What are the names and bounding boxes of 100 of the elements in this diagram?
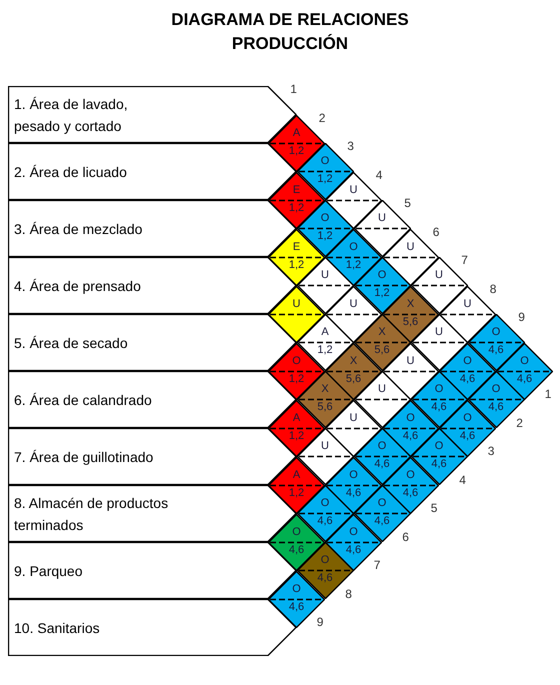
column-number: 9 [316,615,324,630]
column-number: 4 [459,472,466,487]
column-number: 7 [374,558,380,572]
area-name: 1. Área de lavado, pesado y cortado [14,94,129,136]
relationship-code: U [406,354,414,366]
relationship-code: O [463,412,472,424]
reason-code: 1,2 [288,144,304,156]
relationship-code: O [292,526,301,538]
relationship-code: O [320,155,330,167]
reason-code: 1,2 [317,173,333,185]
relationship-code: O [292,354,301,366]
relationship-code: U [321,269,329,281]
relationship-code: O [320,212,330,224]
column-number: 8 [490,282,496,296]
relationship-code: O [349,468,358,480]
relationship-code: U [464,298,472,310]
column-number: 3 [488,444,494,458]
column-number: 5 [404,196,411,210]
relationship-code: O [434,440,444,452]
reason-code: 4,6 [402,486,418,498]
reason-code: 4,6 [516,372,532,384]
reason-code: 4,6 [431,401,447,413]
relationship-code: O [320,554,330,566]
relationship-code: O [406,468,415,480]
relationship-code: O [520,354,529,366]
relationship-code: O [492,326,500,338]
relationship-code: A [321,326,329,338]
area-name: 3. Área de mezclado [14,220,144,238]
area-name: 9. Parqueo [14,562,84,581]
reason-code: 1,2 [288,202,304,214]
column-number: 3 [347,139,354,154]
column-number: 8 [345,586,352,601]
relationship-code: U [435,326,443,338]
relationship-code: U [292,298,300,310]
reason-code: 5,6 [374,344,390,356]
reason-code: 4,6 [346,544,362,556]
column-number: 6 [402,530,409,544]
relationship-code: E [292,240,300,252]
relationship-code: O [378,440,386,452]
reason-code: 5,6 [402,316,418,328]
relationship-code: U [378,212,386,224]
reason-code: 1,2 [374,287,390,299]
reason-code: 4,6 [460,430,476,442]
column-number: 1 [290,82,297,96]
reason-code: 1,2 [288,486,304,498]
reason-code: 4,6 [374,458,390,470]
reason-code: 4,6 [346,486,362,498]
area-name: 10. Sanitarios [14,618,101,638]
reason-code: 4,6 [288,544,304,556]
area-name: 6. Área de calandrado [14,390,153,410]
reason-code: 1,2 [317,344,333,356]
relationship-code: O [349,240,358,252]
relationship-code: U [350,412,358,424]
relationship-code: U [435,269,443,281]
relationship-code: E [292,184,300,196]
relationship-code: A [292,412,300,424]
diagram-title: DIAGRAMA DE RELACIONES PRODUCCIÓN [170,9,410,55]
reason-code: 4,6 [288,600,304,612]
relationship-code: A [292,126,300,138]
reason-code: 4,6 [488,344,504,356]
column-number: 9 [518,310,525,324]
reason-code: 5,6 [317,401,333,413]
relationship-code: X [378,326,386,338]
reason-code: 4,6 [460,372,476,384]
reason-code: 1,2 [346,258,362,270]
relationship-code: O [378,269,386,281]
relationship-code: X [406,298,414,310]
relationship-code: O [492,383,500,395]
reason-code: 5,6 [346,372,362,384]
relationship-code: O [378,497,386,509]
reason-code: 4,6 [317,515,333,527]
area-name: 7. Área de guillotinado [14,448,154,467]
reason-code: 1,2 [288,372,304,384]
reason-code: 4,6 [488,401,504,413]
reason-code: 1,2 [317,230,333,242]
relationship-code: O [292,582,301,594]
column-number: 2 [318,110,326,125]
relationship-code: U [350,298,358,310]
reason-code: 4,6 [317,572,333,584]
reason-code: 4,6 [374,515,390,527]
area-name: 8. Almacén de productos terminados [14,494,170,534]
relationship-code: U [350,184,358,196]
relationship-code: O [463,354,472,366]
relationship-code: X [350,354,358,366]
area-name: 5. Área de secado [14,334,129,352]
relationship-code: A [292,468,300,480]
relationship-code: U [321,440,329,452]
column-number: 1 [544,387,552,402]
column-number: 6 [432,224,440,239]
column-number: 2 [516,416,523,430]
reason-code: 4,6 [431,458,447,470]
area-name: 4. Área de prensado [14,276,142,296]
relationship-code: U [406,240,414,252]
relationship-code: O [349,526,358,538]
column-number: 7 [461,253,468,268]
relationship-code: O [406,412,415,424]
relationship-code: X [321,383,329,395]
relationship-code: O [320,497,330,509]
column-number: 5 [430,501,438,516]
relationship-code: U [378,383,386,395]
